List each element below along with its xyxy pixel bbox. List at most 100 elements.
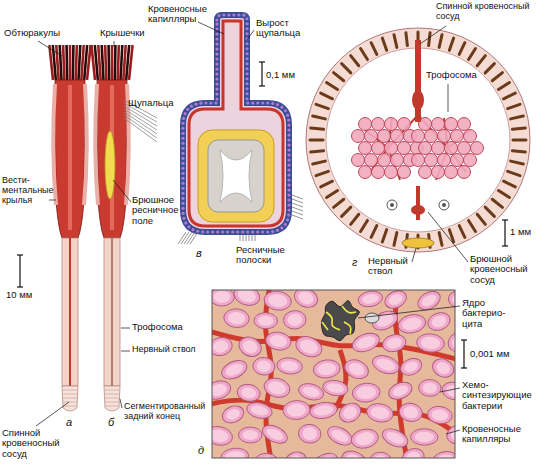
cell-nucleus (181, 202, 184, 205)
part-label: Кровеносные капилляры (462, 424, 542, 445)
posterior-end (62, 386, 78, 411)
trophosome-lobule (359, 142, 372, 155)
bacterium (398, 401, 424, 423)
part-label: Ядро бактерио- цита (462, 298, 524, 329)
muscle-column (371, 43, 377, 55)
trophosome-lobule (378, 154, 391, 167)
muscle-column (321, 181, 333, 187)
trophosome-lobule (419, 166, 432, 179)
part-label: Трофосома (425, 70, 478, 80)
muscle-column (498, 83, 509, 90)
cell-nucleus (221, 230, 224, 233)
bacterium (245, 400, 274, 421)
cell-nucleus (287, 153, 290, 156)
cell-nucleus (215, 18, 218, 21)
muscle-column (327, 191, 338, 198)
bacterium (336, 399, 364, 425)
cell-nucleus (287, 163, 290, 166)
bacterium (431, 449, 455, 458)
bacterium-wall (440, 380, 455, 402)
obturaculum-strand (102, 45, 104, 80)
leader-line (440, 388, 460, 392)
chromatin (344, 322, 351, 334)
bacterium-wall (426, 405, 453, 426)
trophosome-lobule (412, 154, 425, 167)
muscle-column (504, 93, 516, 99)
bacterium (440, 380, 455, 402)
gonoduct (439, 200, 449, 210)
bacterium (310, 450, 340, 458)
muscle-column (313, 161, 326, 164)
bacterium-core (313, 404, 334, 417)
cell-nucleus (181, 132, 184, 135)
bacterium-core (241, 338, 260, 356)
bacterium-wall (396, 312, 427, 335)
cell-nucleus (215, 82, 218, 85)
cell-nucleus (231, 230, 234, 233)
bacterium-core (330, 427, 351, 444)
part-label: Хемо- синтезирующие бактерии (462, 380, 544, 411)
bacterium-core (354, 430, 376, 446)
bacterium-wall (400, 446, 427, 458)
muscle-column (449, 230, 453, 242)
bacterium (386, 379, 414, 402)
cell-nucleus (287, 213, 290, 216)
bacterium (445, 328, 455, 355)
cavity (208, 140, 264, 212)
cell-nucleus (287, 123, 290, 126)
bacterium-core (402, 405, 419, 420)
trophosome-lobule (432, 166, 445, 179)
bacterium-wall (418, 379, 441, 397)
bacterium (445, 423, 455, 447)
bacterium (365, 402, 395, 425)
bacterium-wall (386, 379, 414, 402)
obturaculum-strand (76, 45, 77, 80)
cell-nucleus (286, 218, 289, 221)
cell-nucleus (183, 112, 186, 115)
cell-nucleus (214, 101, 217, 104)
connective-layer (186, 18, 286, 229)
cell-nucleus (181, 142, 184, 145)
trophosome-lobule (352, 130, 365, 143)
bacterium (416, 333, 445, 354)
blood-capillary (189, 20, 283, 226)
trophosome-lobule (445, 166, 458, 179)
tentacle (124, 112, 157, 134)
bacterium-wall (309, 401, 339, 421)
bacterium (398, 355, 424, 378)
bacterium-core (265, 426, 286, 442)
cell-nucleus (245, 97, 248, 100)
bacterium-wall (212, 424, 234, 447)
bacterium-wall (212, 290, 234, 306)
bacterium (282, 400, 310, 420)
trophosome-lobule (398, 142, 411, 155)
figure-letter: а (66, 416, 72, 428)
trophosome-lobule (419, 142, 432, 155)
bacterium-core (341, 404, 359, 421)
bacterium-core (315, 454, 335, 458)
muscle-column (513, 139, 526, 142)
cell-nucleus (245, 92, 248, 95)
bacterium-wall (297, 381, 326, 403)
bacterium (425, 310, 452, 334)
trophosome-lobule (425, 130, 438, 143)
cell-nucleus (276, 103, 279, 106)
obturaculum-strand (79, 45, 81, 80)
cell-nucleus (287, 133, 290, 136)
part-label: Трофосома (132, 322, 183, 332)
cilia (240, 235, 241, 241)
cell-nucleus (245, 57, 248, 60)
muscle-column (511, 116, 524, 119)
bacterium-core (258, 316, 274, 326)
cilia (292, 207, 303, 211)
muscle-column (361, 49, 368, 60)
trunk-section (306, 28, 530, 252)
cell-nucleus (271, 102, 274, 105)
cell-nucleus (181, 187, 184, 190)
bacterium-core (326, 382, 345, 394)
muscle-column (512, 151, 525, 152)
muscle-column (351, 214, 359, 224)
bacterium (381, 332, 408, 354)
bacterium (410, 429, 438, 446)
